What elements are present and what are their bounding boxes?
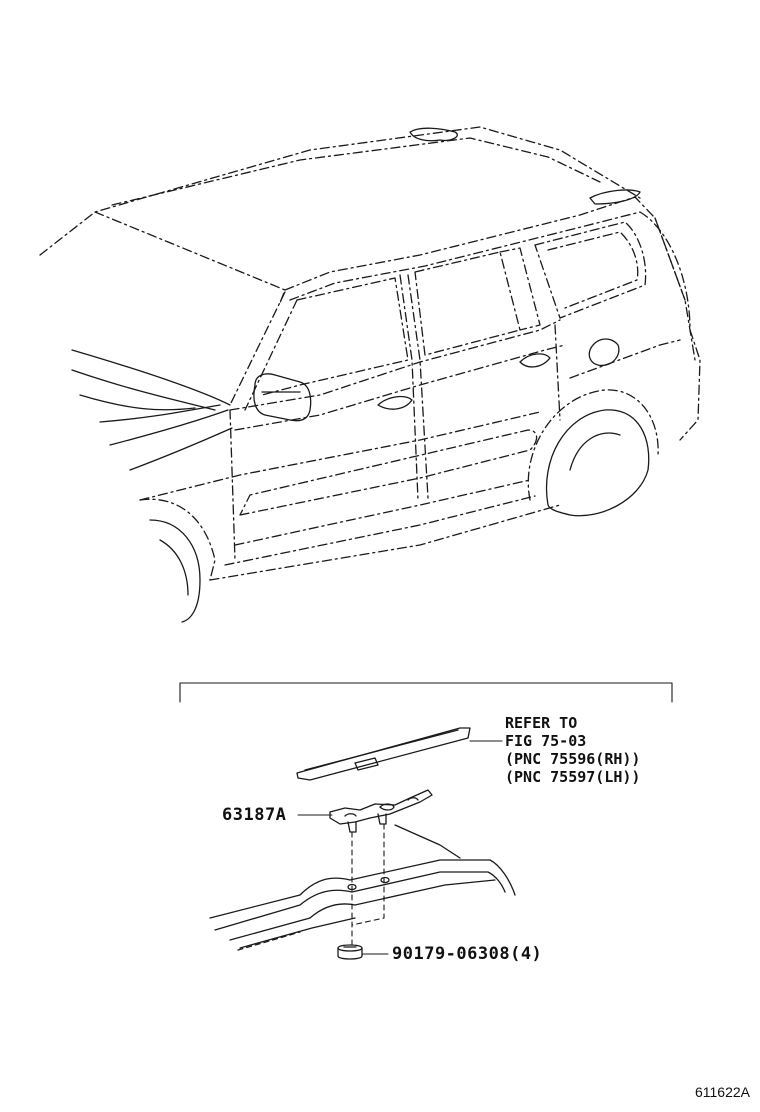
bracket-part — [297, 789, 433, 833]
figure-id: 611622A — [694, 1084, 750, 1100]
roof-panel-section — [209, 824, 516, 951]
callout-line-2: FIG 75-03 — [505, 732, 587, 750]
callout-line-4: (PNC 75597(LH)) — [505, 768, 641, 786]
vehicle-body — [39, 126, 701, 623]
screw-part-number[interactable]: 90179-06308(4) — [392, 944, 543, 964]
callout-line-3: (PNC 75596(RH)) — [505, 750, 641, 768]
roof-molding — [296, 727, 503, 781]
detail-frame — [179, 682, 673, 703]
screw-part — [337, 944, 389, 960]
assembly-lines — [351, 823, 385, 946]
bracket-part-number[interactable]: 63187A — [222, 805, 287, 825]
callout-line-1: REFER TO — [505, 714, 578, 732]
